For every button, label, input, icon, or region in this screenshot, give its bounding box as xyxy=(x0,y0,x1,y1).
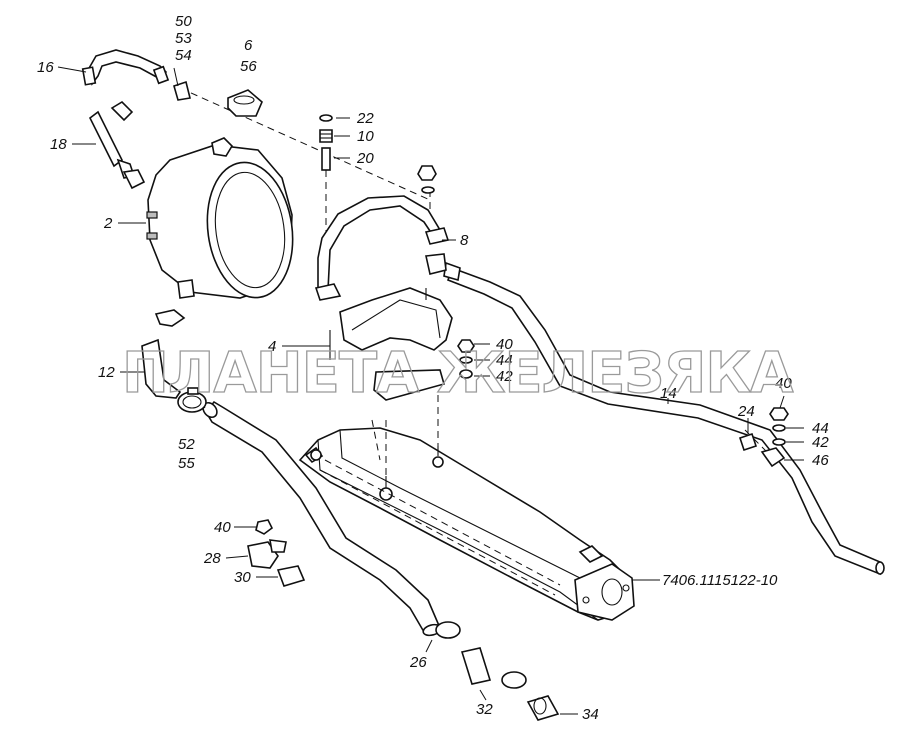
label-8: 8 xyxy=(460,232,469,249)
label-52: 52 xyxy=(178,436,195,453)
labels: 16 50 53 54 6 56 18 2 22 10 20 8 4 12 40… xyxy=(37,13,829,723)
clamp-52 xyxy=(177,387,207,413)
label-54: 54 xyxy=(175,47,192,64)
stack-22-10-20 xyxy=(319,114,333,171)
pipe-18 xyxy=(88,110,146,190)
label-part-number: 7406.1115122-10 xyxy=(662,572,778,589)
clamps-tank xyxy=(110,80,191,122)
label-42a: 42 xyxy=(496,368,513,385)
label-42b: 42 xyxy=(812,434,829,451)
label-50: 50 xyxy=(175,13,192,30)
cap-6 xyxy=(227,89,263,117)
label-46: 46 xyxy=(812,452,829,469)
label-30: 30 xyxy=(234,569,251,586)
label-44a: 44 xyxy=(496,352,513,369)
label-53: 53 xyxy=(175,30,192,47)
label-55: 55 xyxy=(178,455,195,472)
nuts-top xyxy=(417,165,437,194)
label-18: 18 xyxy=(50,136,67,153)
label-40a: 40 xyxy=(496,336,513,353)
label-22: 22 xyxy=(356,110,374,127)
label-10: 10 xyxy=(357,128,374,145)
elbow-12 xyxy=(141,309,186,399)
hose-16 xyxy=(81,49,170,86)
leader-lines xyxy=(57,66,804,715)
parts-bottom xyxy=(435,621,560,721)
label-6: 6 xyxy=(244,37,253,54)
label-12: 12 xyxy=(98,364,115,381)
label-44b: 44 xyxy=(812,420,829,437)
label-4: 4 xyxy=(268,338,276,355)
label-24: 24 xyxy=(737,403,755,420)
label-32: 32 xyxy=(476,701,493,718)
parts-bottom-left xyxy=(247,519,306,587)
label-34: 34 xyxy=(582,706,599,723)
manifold-part xyxy=(298,427,635,621)
label-14: 14 xyxy=(660,385,677,402)
strap-8 xyxy=(314,195,450,301)
tank-2 xyxy=(146,137,294,299)
watermark-text: ПЛАНЕТА ЖЕЛЕЗЯКА xyxy=(122,341,794,406)
hose-14 xyxy=(443,261,885,576)
label-20: 20 xyxy=(356,150,374,167)
parts-right xyxy=(738,407,789,468)
label-40c: 40 xyxy=(214,519,231,536)
bracket-4 xyxy=(329,287,453,401)
label-56: 56 xyxy=(240,58,257,75)
label-40b: 40 xyxy=(775,375,792,392)
label-16: 16 xyxy=(37,59,54,76)
label-26: 26 xyxy=(409,654,427,671)
assembly-lines xyxy=(179,87,771,596)
label-28: 28 xyxy=(203,550,221,567)
label-2: 2 xyxy=(103,215,113,232)
nuts-bracket xyxy=(457,339,475,379)
